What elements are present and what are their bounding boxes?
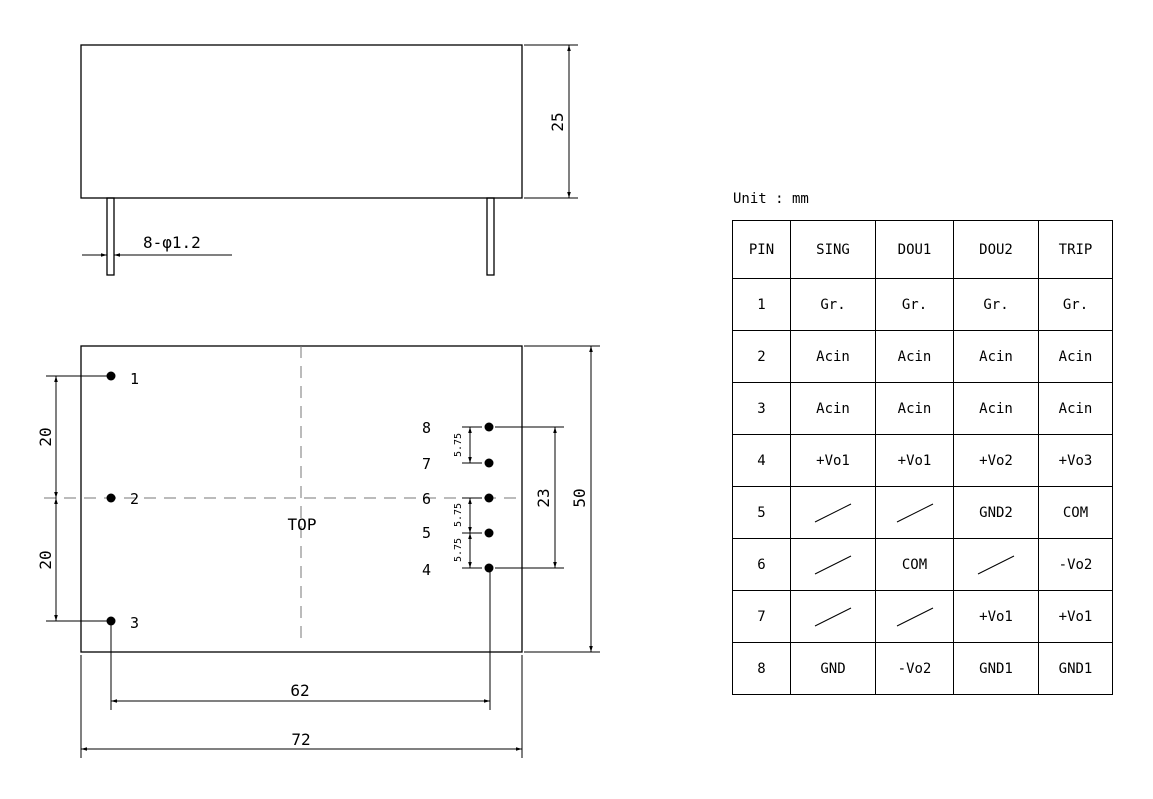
table-cell: Acin (953, 330, 1039, 383)
side-pin-left (106, 197, 115, 276)
pin-7-label: 7 (422, 455, 431, 473)
pin-3-dot (106, 616, 116, 626)
not-applicable-slash (977, 555, 1015, 574)
not-applicable-slash (814, 503, 852, 522)
top-view (44, 345, 600, 758)
header-trip: TRIP (1038, 220, 1113, 279)
table-cell: Acin (875, 330, 954, 383)
not-applicable-slash (896, 607, 933, 626)
table-cell: Acin (875, 382, 954, 435)
table-cell: Acin (1038, 382, 1113, 435)
table-cell: Gr. (1038, 278, 1113, 331)
side-view-body (80, 44, 523, 199)
pin-5-dot (484, 528, 494, 538)
top-view-label: TOP (288, 515, 317, 534)
table-cell-na (790, 538, 876, 591)
pin-function-table: PIN SING DOU1 DOU2 TRIP 1 Gr. Gr. Gr. Gr… (732, 220, 1113, 695)
table-cell: COM (875, 538, 954, 591)
table-cell: +Vo3 (1038, 434, 1113, 487)
table-cell: Acin (790, 330, 876, 383)
table-cell: 4 (732, 434, 791, 487)
table-cell: +Vo2 (953, 434, 1039, 487)
table-row: 7 +Vo1 +Vo1 (732, 590, 1113, 643)
pin-6-label: 6 (422, 490, 431, 508)
pin-8-label: 8 (422, 419, 431, 437)
table-cell: COM (1038, 486, 1113, 539)
header-sing: SING (790, 220, 876, 279)
table-cell: Gr. (875, 278, 954, 331)
table-cell: +Vo1 (875, 434, 954, 487)
table-row: 4 +Vo1 +Vo1 +Vo2 +Vo3 (732, 434, 1113, 487)
pin-5-label: 5 (422, 524, 431, 542)
dim-62-label: 62 (290, 681, 309, 700)
table-cell: -Vo2 (1038, 538, 1113, 591)
table-row: 6 COM -Vo2 (732, 538, 1113, 591)
header-dou1: DOU1 (875, 220, 954, 279)
pitch-label-2: 5.75 (453, 503, 464, 527)
table-cell: GND1 (1038, 642, 1113, 695)
dim-72-label: 72 (291, 730, 310, 749)
table-row: 8 GND -Vo2 GND1 GND1 (732, 642, 1113, 695)
side-view (80, 44, 578, 276)
pin-dots (106, 371, 494, 626)
table-cell: Acin (790, 382, 876, 435)
dim-50-label: 50 (570, 488, 589, 507)
table-cell: 7 (732, 590, 791, 643)
table-row: 2 Acin Acin Acin Acin (732, 330, 1113, 383)
pin-spec-label: 8-φ1.2 (143, 233, 201, 252)
pin-3-label: 3 (130, 614, 139, 632)
table-cell: 1 (732, 278, 791, 331)
pin-8-dot (484, 422, 494, 432)
table-cell: Acin (1038, 330, 1113, 383)
table-cell-na (875, 590, 954, 643)
table-cell: 3 (732, 382, 791, 435)
table-cell: Gr. (953, 278, 1039, 331)
table-cell-na (953, 538, 1039, 591)
table-cell: -Vo2 (875, 642, 954, 695)
table-cell: 2 (732, 330, 791, 383)
pitch-label-1: 5.75 (453, 433, 464, 457)
table-header-row: PIN SING DOU1 DOU2 TRIP (732, 220, 1113, 279)
table-cell: +Vo1 (1038, 590, 1113, 643)
table-row: 1 Gr. Gr. Gr. Gr. (732, 278, 1113, 331)
table-cell: 6 (732, 538, 791, 591)
table-cell-na (790, 590, 876, 643)
pitch-label-3: 5.75 (453, 538, 464, 562)
table-cell: Gr. (790, 278, 876, 331)
table-row: 3 Acin Acin Acin Acin (732, 382, 1113, 435)
table-row: 5 GND2 COM (732, 486, 1113, 539)
not-applicable-slash (896, 503, 933, 522)
header-dou2: DOU2 (953, 220, 1039, 279)
table-cell: GND1 (953, 642, 1039, 695)
pin-2-dot (106, 493, 116, 503)
pin-4-label: 4 (422, 561, 431, 579)
height-25-label: 25 (548, 112, 567, 131)
header-pin: PIN (732, 220, 791, 279)
pin-7-dot (484, 458, 494, 468)
table-cell: GND2 (953, 486, 1039, 539)
dim-23-label: 23 (534, 488, 553, 507)
dim-20-upper-label: 20 (36, 427, 55, 446)
side-pin-right (486, 197, 495, 276)
pin-4-dot (484, 563, 494, 573)
dim-20-lower-label: 20 (36, 550, 55, 569)
table-cell: +Vo1 (790, 434, 876, 487)
table-cell: GND (790, 642, 876, 695)
pin-1-dot (106, 371, 116, 381)
pin-1-label: 1 (130, 370, 139, 388)
table-cell: 5 (732, 486, 791, 539)
table-cell: 8 (732, 642, 791, 695)
not-applicable-slash (814, 555, 852, 574)
unit-label: Unit : mm (733, 191, 809, 207)
pin-6-dot (484, 493, 494, 503)
table-cell: +Vo1 (953, 590, 1039, 643)
table-cell-na (790, 486, 876, 539)
not-applicable-slash (814, 607, 852, 626)
table-cell: Acin (953, 382, 1039, 435)
pin-2-label: 2 (130, 490, 139, 508)
table-cell-na (875, 486, 954, 539)
